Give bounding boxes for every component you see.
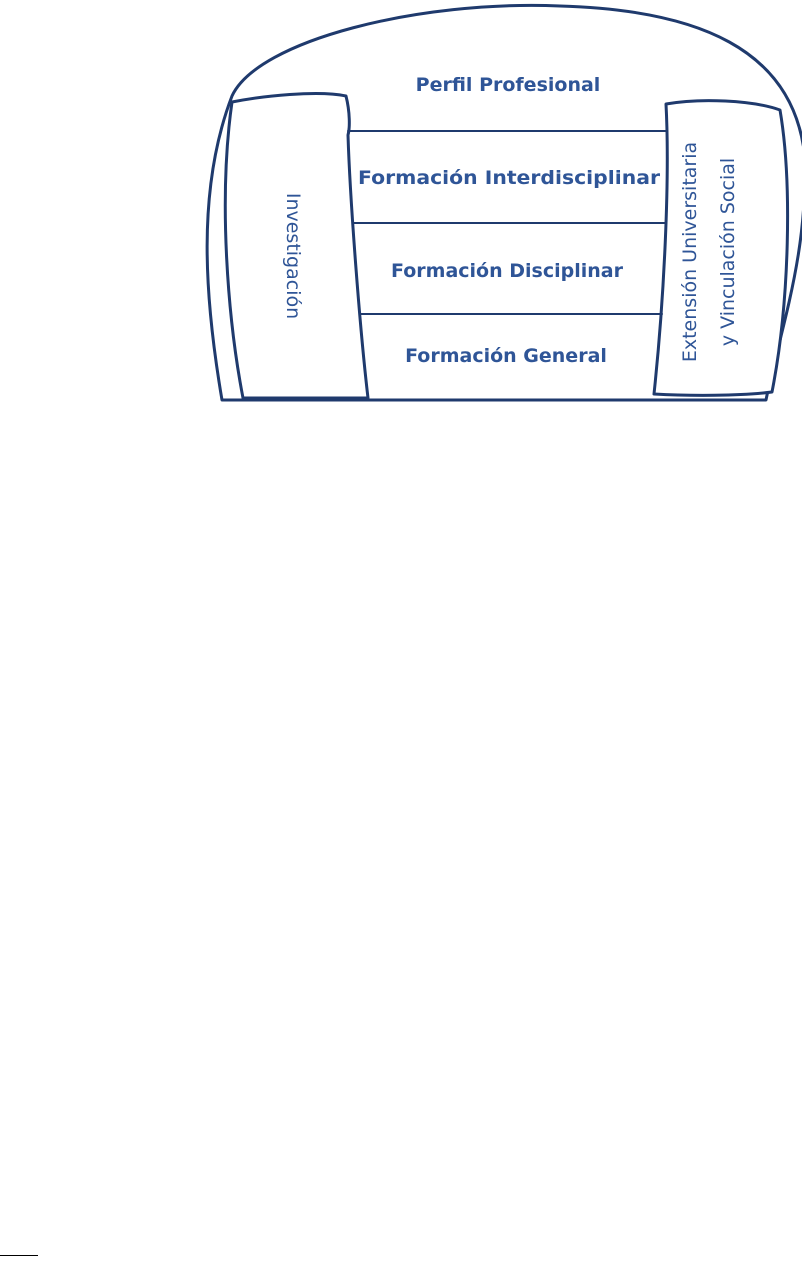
right-pillar-label-line2: y Vinculación Social	[717, 158, 739, 346]
layer-label-interdisciplinar: Formación Interdisciplinar	[358, 167, 661, 189]
top-label: Perfil Profesional	[416, 74, 601, 96]
footnote-rule	[0, 1255, 38, 1256]
layer-label-general: Formación General	[405, 345, 607, 367]
left-pillar-label: Investigación	[282, 193, 304, 319]
right-pillar-label-line1: Extensión Universitaria	[679, 142, 701, 362]
layer-label-disciplinar: Formación Disciplinar	[391, 260, 624, 282]
